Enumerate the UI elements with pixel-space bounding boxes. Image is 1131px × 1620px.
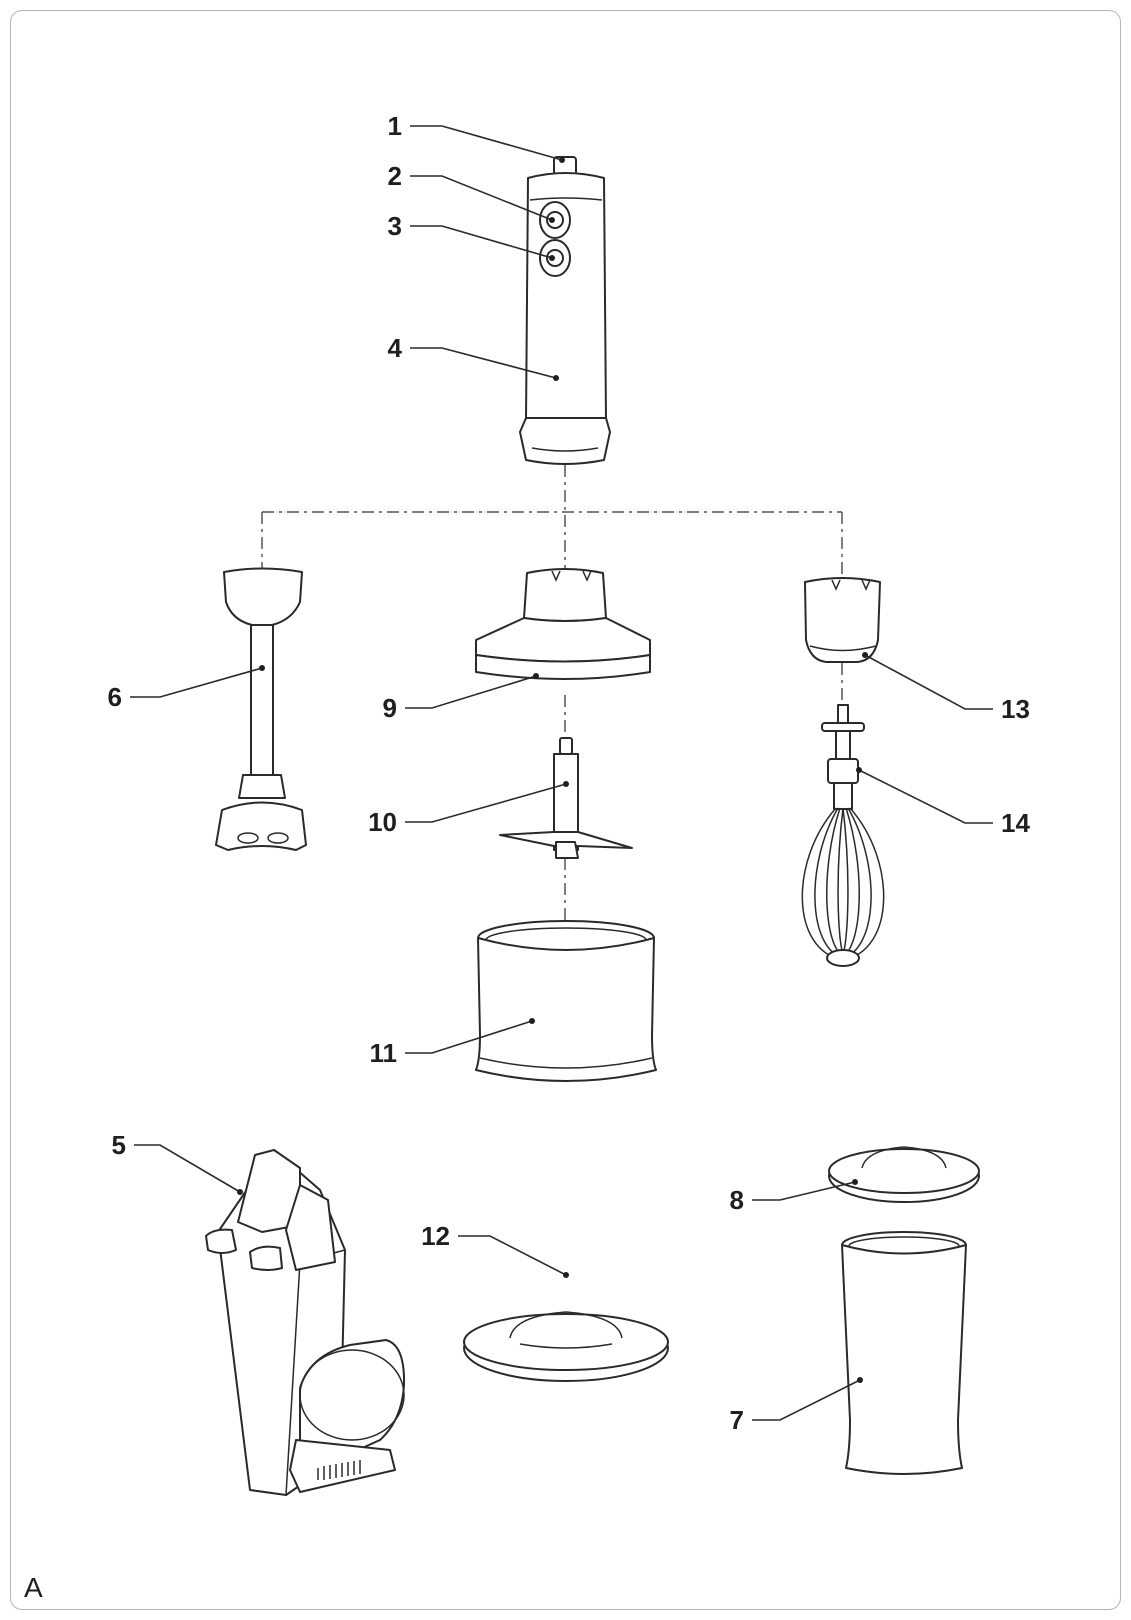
chopper-lid <box>475 568 651 680</box>
part-label-9: 9 <box>383 693 397 723</box>
part-label-6: 6 <box>108 682 122 712</box>
wall-holder <box>205 1149 406 1496</box>
assembly-guide-lines <box>261 465 843 945</box>
part-label-5: 5 <box>112 1130 126 1160</box>
leader-lines <box>130 125 993 1421</box>
figure-letter: A <box>24 1572 43 1603</box>
part-label-2: 2 <box>388 161 402 191</box>
part-label-11: 11 <box>370 1038 398 1068</box>
blender-shaft <box>215 567 307 851</box>
part-label-1: 1 <box>388 111 402 141</box>
whisk <box>801 704 885 967</box>
part-label-10: 10 <box>368 807 397 837</box>
part-label-13: 13 <box>1001 694 1030 724</box>
part-label-3: 3 <box>388 211 402 241</box>
whisk-adapter <box>804 577 881 663</box>
figure-frame <box>10 10 1121 1610</box>
motor-unit <box>519 156 611 465</box>
beaker <box>841 1231 967 1475</box>
part-number-labels: 1 2 3 4 5 6 7 8 9 10 11 12 13 14 <box>108 111 1031 1435</box>
beaker-lid <box>828 1146 980 1203</box>
part-label-14: 14 <box>1001 808 1030 838</box>
chopper-blade <box>499 737 633 859</box>
part-label-7: 7 <box>730 1405 744 1435</box>
chopper-base-lid <box>463 1311 669 1382</box>
chopper-bowl <box>475 920 657 1082</box>
part-label-4: 4 <box>388 333 403 363</box>
part-label-8: 8 <box>730 1185 744 1215</box>
part-label-12: 12 <box>421 1221 450 1251</box>
